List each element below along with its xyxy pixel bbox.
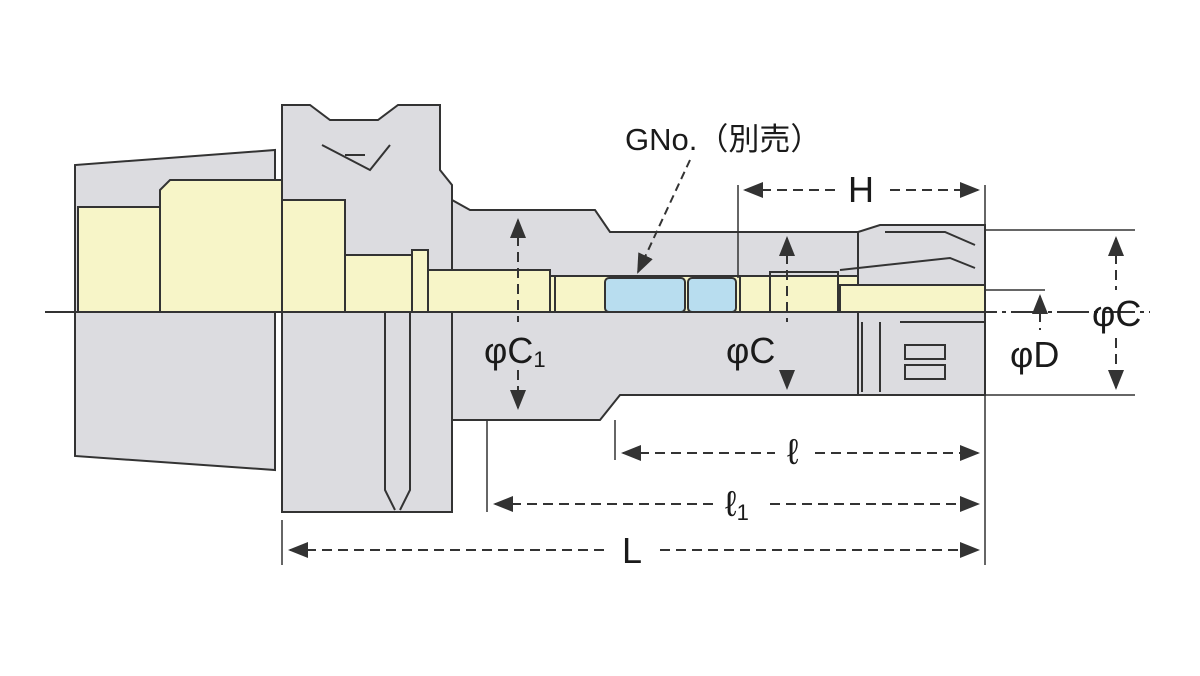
- dim-l-label: ℓ: [787, 431, 799, 472]
- dimension-lines: [288, 182, 1124, 558]
- dim-c-mid-label: φC: [726, 330, 776, 371]
- dim-c1-label: φC1: [484, 333, 546, 371]
- dim-c1-main: φC: [484, 330, 534, 371]
- drive-key: [321, 144, 391, 172]
- flange-groove: [384, 312, 411, 511]
- dim-c1-sub: 1: [533, 347, 546, 372]
- dim-h-label: H: [848, 169, 874, 210]
- dim-l1-main: ℓ: [725, 483, 737, 524]
- dim-l1-label: ℓ1: [725, 486, 749, 524]
- dim-c-right-label: φC: [1092, 293, 1142, 334]
- extension-lines: [281, 185, 1135, 565]
- gno-leader: [637, 159, 691, 274]
- gno-inserts: [604, 277, 737, 313]
- dim-d-label: φD: [1010, 334, 1060, 375]
- gno-label: GNo.（別売）: [625, 122, 822, 157]
- dim-l-total-label: L: [622, 530, 643, 571]
- collet-detail: [554, 231, 985, 392]
- dim-l1-sub: 1: [736, 500, 749, 525]
